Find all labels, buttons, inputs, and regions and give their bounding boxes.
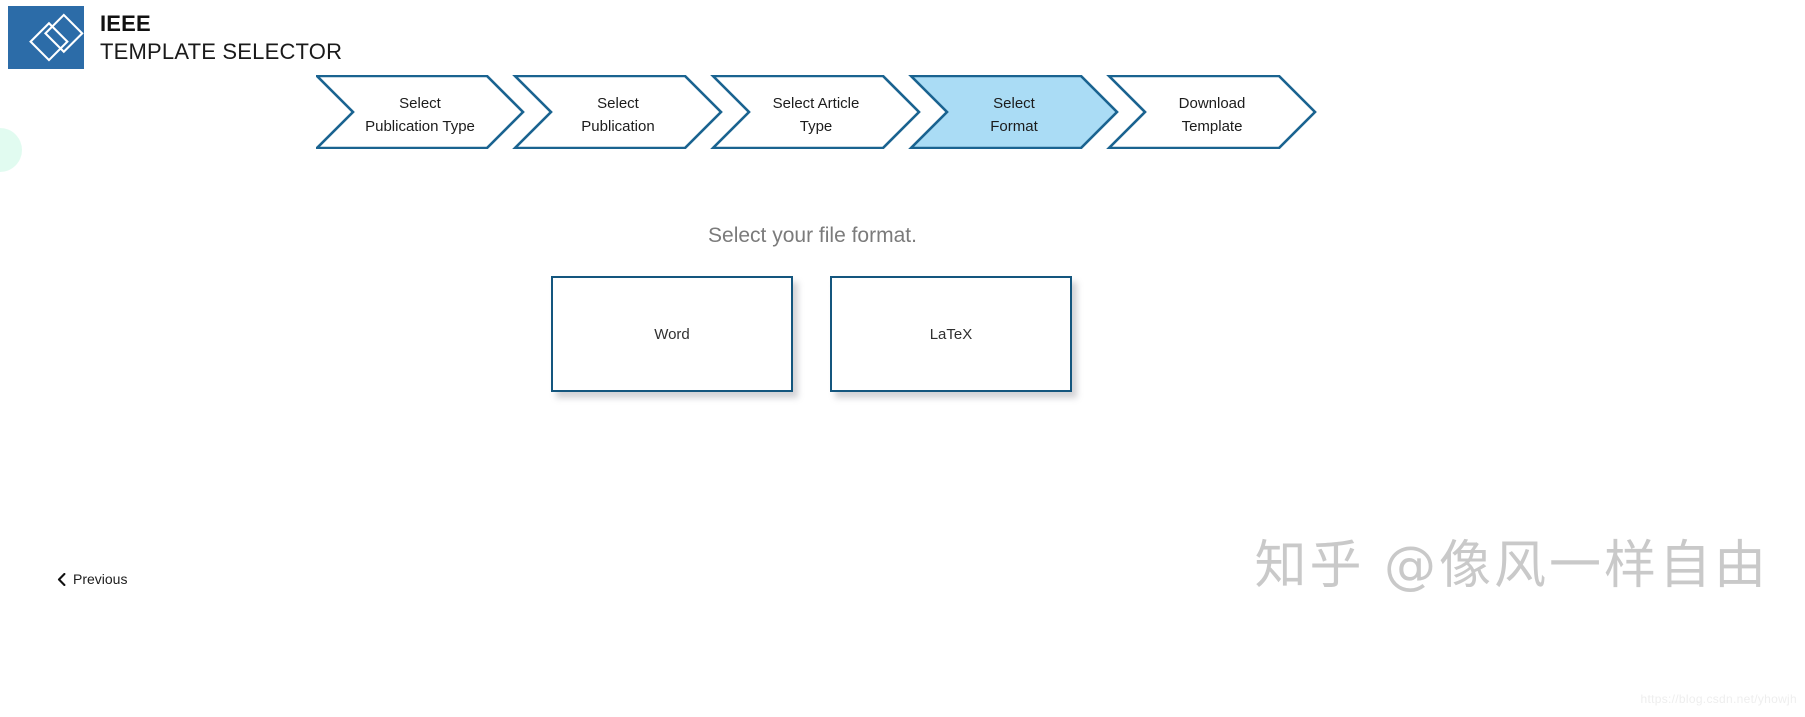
format-option-list: Word LaTeX — [551, 276, 1072, 392]
format-option-word[interactable]: Word — [551, 276, 793, 392]
breadcrumb-step-1-line2: Publication — [581, 118, 654, 135]
breadcrumb-step-4-line1: Download — [1179, 95, 1246, 112]
breadcrumb-step-3-line1: Select — [993, 95, 1036, 112]
decorative-mint-circle — [0, 128, 22, 172]
previous-button[interactable]: Previous — [57, 571, 127, 587]
format-option-label: LaTeX — [929, 325, 973, 343]
breadcrumb-step-download-template[interactable]: Download Template — [1106, 75, 1317, 149]
brand-title: IEEE — [100, 11, 151, 37]
previous-label: Previous — [73, 571, 128, 587]
breadcrumb-step-2-line2: Type — [800, 118, 833, 135]
breadcrumb-step-3-line2: Format — [990, 118, 1038, 135]
watermark-text: 知乎 @像风一样自由 — [1254, 536, 1769, 596]
breadcrumb-step-select-publication[interactable]: Select Publication — [512, 75, 723, 149]
brand-text: IEEE TEMPLATE SELECTOR — [100, 12, 342, 62]
format-option-latex[interactable]: LaTeX — [830, 276, 1072, 392]
app-header: IEEE TEMPLATE SELECTOR — [8, 6, 342, 69]
breadcrumb-step-0-line1: Select — [399, 95, 442, 112]
format-option-label: Word — [654, 325, 690, 343]
breadcrumb-step-0-line2: Publication Type — [365, 118, 475, 135]
breadcrumb-step-2-line1: Select Article — [773, 95, 860, 112]
chevron-left-icon — [57, 572, 66, 586]
breadcrumb: Select Publication Type Select Publicati… — [316, 75, 1346, 149]
breadcrumb-step-select-publication-type[interactable]: Select Publication Type — [316, 75, 525, 149]
breadcrumb-step-select-format[interactable]: Select Format — [908, 75, 1119, 149]
breadcrumb-step-select-article-type[interactable]: Select Article Type — [710, 75, 921, 149]
breadcrumb-step-4-line2: Template — [1182, 118, 1243, 135]
page-title: Select your file format. — [708, 224, 917, 247]
watermark-url: https://blog.csdn.net/yhowjh — [1640, 692, 1797, 706]
ieee-diamond-logo-icon — [8, 6, 84, 69]
brand-subtitle: TEMPLATE SELECTOR — [100, 38, 343, 64]
breadcrumb-step-1-line1: Select — [597, 95, 640, 112]
